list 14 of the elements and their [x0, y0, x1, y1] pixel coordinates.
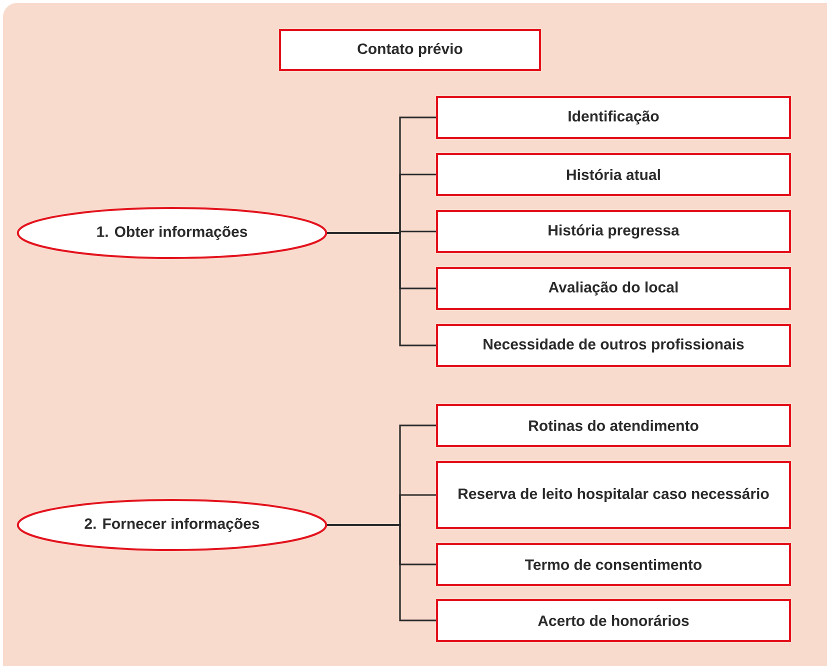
connector	[327, 524, 436, 622]
process-box: História pregressa	[436, 210, 791, 253]
process-box: Reserva de leito hospitalar caso necessário	[436, 460, 791, 529]
process-box: Rotinas do atendimento	[436, 404, 791, 447]
process-box: História atual	[436, 153, 791, 196]
process-box: Necessidade de outros profissionais	[436, 324, 791, 367]
process-box: Contato prévio	[279, 29, 541, 71]
process-box: Termo de consentimento	[436, 542, 791, 586]
process-box: Avaliação do local	[436, 267, 791, 310]
ellipse-node: 1. Obter informações	[16, 207, 328, 259]
process-box: Acerto de honorários	[436, 598, 791, 642]
process-box: Identificação	[436, 96, 791, 139]
connector	[327, 232, 436, 346]
ellipse-node: 2. Fornecer informações	[16, 498, 328, 551]
